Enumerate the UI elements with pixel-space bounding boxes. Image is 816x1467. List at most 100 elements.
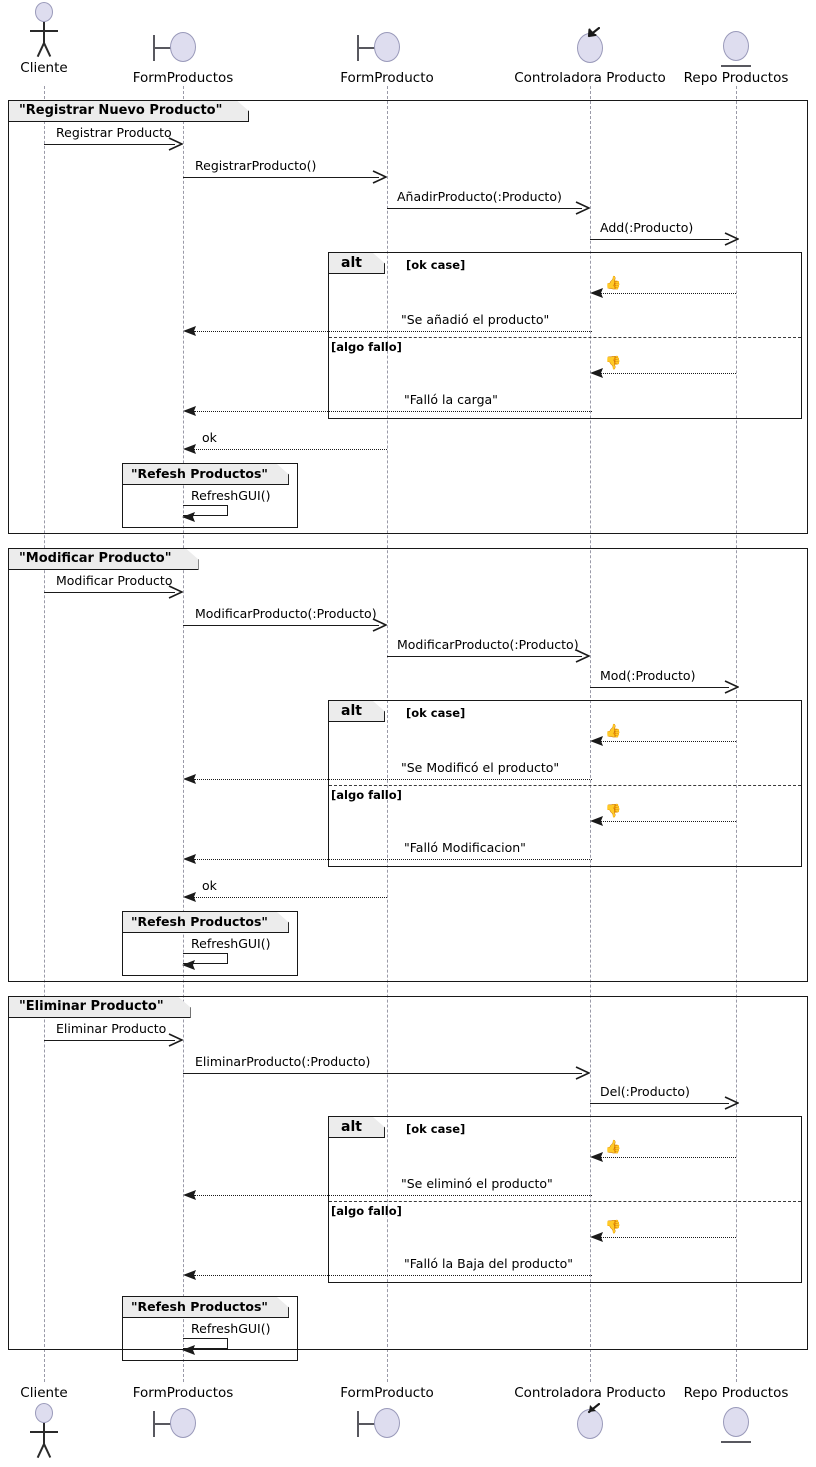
participant-label: Controladora Producto: [514, 1385, 666, 1401]
alt-guard-fail: [algo fallo]: [331, 788, 402, 802]
fragment-title: "Modificar Producto": [9, 549, 199, 570]
reply-line: [194, 411, 592, 412]
message-label: Modificar Producto: [56, 573, 173, 588]
participant-label: Cliente: [20, 1385, 68, 1401]
fragment-alt-registrar: alt: [328, 252, 802, 419]
participant-controladora-top[interactable]: Controladora Producto: [490, 26, 690, 86]
fragment-title: "Eliminar Producto": [9, 997, 191, 1018]
participant-label: FormProducto: [340, 1385, 434, 1401]
participant-label: FormProductos: [132, 1385, 234, 1401]
lifeline-controladora: [590, 86, 591, 1382]
arrowhead-solid-left-icon: [590, 368, 603, 378]
thumbs-down-icon: 👎: [605, 356, 622, 371]
actor-icon: [0, 2, 144, 60]
message-label: "Falló la carga": [404, 392, 498, 407]
thumbs-down-icon: 👎: [605, 1220, 622, 1235]
fragment-refesh-productos-1: "Refesh Productos": [122, 463, 298, 528]
alt-guard-ok: [ok case]: [406, 1122, 466, 1136]
message-line: [183, 177, 379, 178]
reply-line: [600, 741, 736, 742]
fragment-title: "Refesh Productos": [123, 464, 289, 485]
reply-line: [600, 1237, 736, 1238]
participant-formproducto-bottom[interactable]: FormProducto: [287, 1385, 487, 1445]
reply-line: [600, 821, 736, 822]
arrowhead-solid-left-icon: [590, 288, 603, 298]
alt-divider: [329, 337, 801, 338]
lifeline-cliente: [44, 86, 45, 1382]
message-line: [183, 625, 379, 626]
message-label: Eliminar Producto: [56, 1021, 167, 1036]
message-line: [44, 144, 175, 145]
controller-arrow-icon: [587, 1403, 600, 1414]
participant-label: Repo Productos: [683, 70, 789, 86]
message-label: RefreshGUI(): [191, 936, 271, 951]
message-label: Registrar Producto: [56, 125, 172, 140]
fragment-eliminar-producto: "Eliminar Producto": [8, 996, 808, 1350]
participant-cliente-top[interactable]: Cliente: [0, 2, 144, 76]
arrowhead-solid-left-icon: [590, 816, 603, 826]
arrowhead-open-right-icon: [575, 649, 590, 663]
alt-divider: [329, 1201, 801, 1202]
fragment-alt-eliminar: alt: [328, 1116, 802, 1283]
message-line: [590, 687, 729, 688]
actor-icon: [0, 1401, 144, 1459]
fragment-modificar-producto: "Modificar Producto": [8, 548, 808, 982]
message-label: "Se Modificó el producto": [401, 760, 560, 775]
participant-formproducto-top[interactable]: FormProducto: [287, 26, 487, 86]
message-label: ok: [202, 430, 217, 445]
alt-keyword: alt: [329, 701, 385, 722]
message-line: [44, 1040, 175, 1041]
participant-formproductos-bottom[interactable]: FormProductos: [83, 1385, 283, 1445]
thumbs-up-icon: 👍: [605, 724, 622, 739]
participant-formproductos-top[interactable]: FormProductos: [83, 26, 283, 86]
fragment-refesh-productos-2: "Refesh Productos": [122, 911, 298, 976]
arrowhead-open-right-icon: [575, 1066, 590, 1080]
participant-controladora-bottom[interactable]: Controladora Producto: [490, 1385, 690, 1445]
message-line: [590, 239, 729, 240]
arrowhead-solid-left-icon: [183, 326, 196, 336]
message-label: "Falló Modificacion": [404, 840, 526, 855]
reply-line: [194, 897, 387, 898]
message-label: AñadirProducto(:Producto): [397, 189, 562, 204]
fragment-title: "Registrar Nuevo Producto": [9, 101, 249, 122]
arrowhead-solid-left-icon: [183, 854, 196, 864]
alt-guard-ok: [ok case]: [406, 258, 466, 272]
message-label: Del(:Producto): [600, 1084, 690, 1099]
controller-icon: [490, 1401, 690, 1445]
reply-line: [194, 331, 592, 332]
arrowhead-solid-left-icon: [182, 960, 195, 970]
message-line: [387, 656, 582, 657]
message-label: RefreshGUI(): [191, 488, 271, 503]
boundary-icon: [83, 26, 283, 70]
arrowhead-open-right-icon: [724, 232, 739, 246]
participant-repo-bottom[interactable]: Repo Productos: [636, 1385, 816, 1445]
arrowhead-open-right-icon: [724, 1096, 739, 1110]
message-label: EliminarProducto(:Producto): [195, 1054, 371, 1069]
thumbs-up-icon: 👍: [605, 276, 622, 291]
arrowhead-open-right-icon: [372, 618, 387, 632]
message-line: [44, 592, 175, 593]
message-line: [387, 208, 582, 209]
participant-label: Repo Productos: [683, 1385, 789, 1401]
boundary-icon: [287, 1401, 487, 1445]
entity-icon: [636, 1401, 816, 1445]
arrowhead-solid-left-icon: [183, 444, 196, 454]
participant-cliente-bottom[interactable]: Cliente: [0, 1385, 144, 1459]
arrowhead-solid-left-icon: [183, 1190, 196, 1200]
reply-line: [194, 449, 387, 450]
fragment-refesh-productos-3: "Refesh Productos": [122, 1296, 298, 1361]
message-label: RefreshGUI(): [191, 1321, 271, 1336]
controller-icon: [490, 26, 690, 70]
message-label: "Falló la Baja del producto": [404, 1256, 574, 1271]
arrowhead-solid-left-icon: [182, 512, 195, 522]
boundary-icon: [83, 1401, 283, 1445]
participant-repo-top[interactable]: Repo Productos: [636, 26, 816, 86]
thumbs-down-icon: 👎: [605, 804, 622, 819]
controller-arrow-icon: [587, 27, 600, 38]
message-line: [590, 1103, 729, 1104]
alt-keyword: alt: [329, 1117, 385, 1138]
arrowhead-open-right-icon: [724, 680, 739, 694]
message-label: Add(:Producto): [600, 220, 694, 235]
fragment-alt-modificar: alt: [328, 700, 802, 867]
